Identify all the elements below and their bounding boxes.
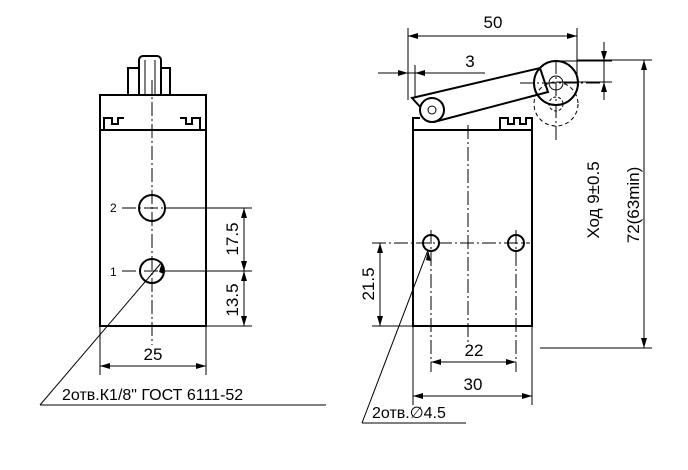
dim-port-spacing-value: 17.5	[223, 222, 242, 255]
front-view: 2 1 17.5 13.5 25	[39, 55, 326, 406]
dim-body-width: 30	[412, 326, 533, 405]
side-cap	[412, 117, 533, 130]
side-lever-assembly	[410, 60, 600, 140]
dim-body-width-value: 30	[464, 375, 483, 394]
dim-hole-spacing: 22	[431, 341, 516, 365]
dim-lever-offset: 3	[378, 52, 485, 100]
front-callout: 2отв.К1/8" ГОСТ 6111-52	[39, 261, 326, 406]
side-callout-text: 2отв.∅4.5	[372, 405, 446, 422]
mounting-holes	[372, 230, 530, 372]
dim-hole-spacing-value: 22	[465, 341, 484, 360]
front-cap	[99, 94, 207, 131]
dim-port-spacing: 17.5 13.5	[165, 207, 252, 327]
dim-height-value: 72(63min)	[624, 167, 643, 244]
dim-lever-offset-value: 3	[465, 52, 474, 71]
side-callout: 2отв.∅4.5	[361, 249, 466, 424]
dim-overall-width: 50	[407, 13, 578, 100]
dim-stroke-value: Ход 9±0.5	[584, 161, 603, 238]
dim-hole-height: 21.5	[359, 243, 413, 327]
port-label-1: 1	[110, 265, 117, 279]
dim-overall-width-value: 50	[484, 13, 503, 32]
dim-height: 72(63min)	[540, 59, 652, 349]
dim-front-width-value: 25	[144, 345, 163, 364]
front-body	[99, 129, 207, 327]
front-callout-text: 2отв.К1/8" ГОСТ 6111-52	[62, 387, 243, 404]
side-body	[412, 129, 533, 327]
port-label-2: 2	[110, 201, 117, 215]
dim-stroke: Ход 9±0.5	[556, 42, 612, 239]
dim-port-bottom-value: 13.5	[223, 283, 242, 316]
dim-front-width: 25	[99, 326, 207, 375]
dim-hole-height-value: 21.5	[359, 267, 378, 300]
side-view: 50 3	[359, 13, 652, 424]
